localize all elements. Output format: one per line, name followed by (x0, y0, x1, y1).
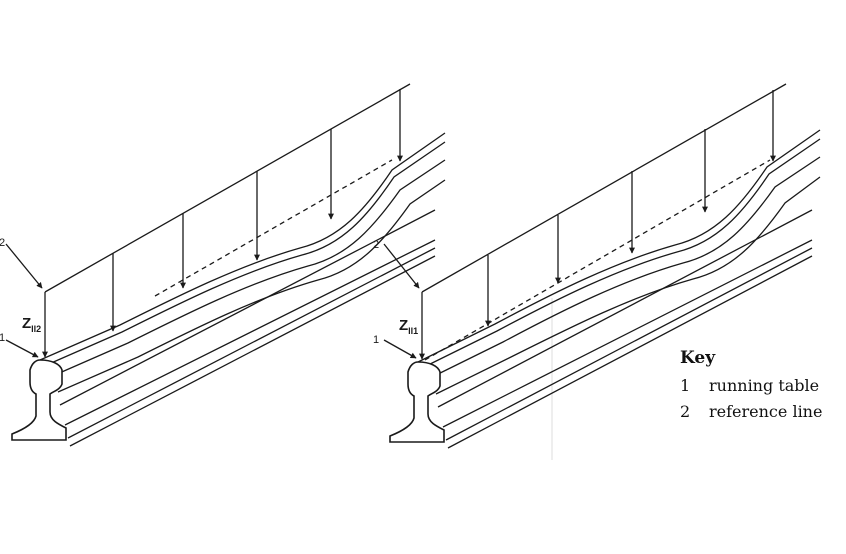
running-table (417, 129, 821, 363)
key-item: 2 reference line (680, 399, 822, 425)
callout-label-2: 2 (0, 237, 5, 249)
rail-cross-section (11, 359, 67, 441)
key-item-number: 2 (680, 402, 691, 421)
rail-diagram-left (5, 83, 446, 447)
z-label: Zll2 (22, 315, 41, 334)
rail-diagram-right (383, 83, 821, 449)
rail-cross-section (389, 361, 445, 443)
key-item-label: running table (709, 376, 820, 395)
reference-line (421, 83, 787, 293)
key-item-number: 1 (680, 376, 691, 395)
key-legend: Key 1 running table 2 reference line (680, 348, 822, 425)
callout-label-1: 1 (0, 332, 5, 344)
z-label: Zll1 (399, 317, 418, 336)
callout-label-2: 2 (373, 239, 379, 251)
key-item-label: reference line (709, 402, 823, 421)
key-title: Key (680, 348, 716, 368)
running-table (39, 132, 446, 361)
key-item: 1 running table (680, 373, 822, 399)
dashed-chord (424, 159, 771, 361)
reference-line (44, 83, 411, 293)
dashed-chord (154, 159, 393, 297)
callout-label-1: 1 (373, 334, 379, 346)
